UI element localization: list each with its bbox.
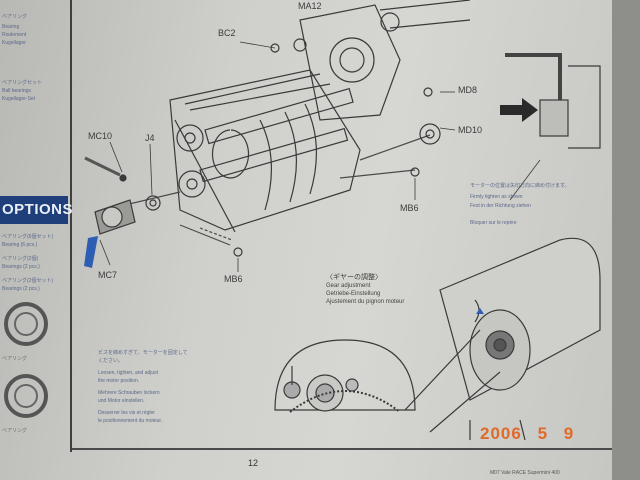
bottom-rule [72,448,612,450]
bearing-rings [4,302,48,418]
label-bc2: BC2 [218,28,236,38]
motor-note-line-2: Firmly tighten as shown [470,194,523,200]
date-year: 2006 [480,424,522,443]
gear-adjust-title: 〈ギヤーの調整〉 [326,274,382,281]
left-top-line-1: ベアリング [2,14,28,20]
date-month: 5 [537,424,549,443]
warning-line-1: ビスを締めすぎて、モーターを固定して [98,350,188,356]
leader-lines [99,41,541,272]
column-divider [70,0,72,452]
label-mc7: MC7 [98,270,118,280]
gear-adjust-line-3: Ajustement du pignon moteur [326,299,405,305]
arrow-icon [500,98,538,122]
left-mid-line-1: ベアリングセット [2,80,43,86]
options-line-3: ベアリング(2個) [2,256,39,262]
axle-lines [124,134,431,246]
ring2-label: ベアリング [2,428,28,434]
options-line-5: ベアリング(2個セット) [2,278,54,284]
warning-line-4: the motor position. [98,378,140,384]
left-mid-line-3: Kugellager-Set [2,96,36,102]
options-line-4: Bearings (2 pcs.) [2,264,40,270]
label-md10: MD10 [458,125,483,135]
motor-note-line-1: モーターの位置は矢印方向に締め付けます。 [470,183,570,189]
left-mid-line-2: Ball bearings [2,88,31,94]
motor-drawing [404,237,601,441]
label-mb6-bottom: MB6 [224,274,243,284]
options-title: OPTIONS [2,201,74,218]
warning-line-8: le positionnement du moteur. [98,418,163,424]
label-mb6-right: MB6 [400,203,419,213]
date-day: 9 [563,424,575,443]
gear-adjust-line-1: Gear adjustment [326,283,371,289]
warning-line-5: Mehrere Schrauben lockern [98,390,160,396]
manual-page [0,0,612,480]
options-header: OPTIONS [0,196,73,224]
warning-line-7: Desserrer les vis et régler [98,410,155,416]
ring1-label: ベアリング [2,356,28,362]
hex-wrench [505,53,601,149]
options-line-6: Bearings (2 pcs.) [2,286,40,292]
options-line-2: Bearing (6 pcs.) [2,242,38,248]
motor-note-line-4: Bloquer sur le repère [470,220,517,226]
small-blue-arrow-icon [476,308,484,314]
gearbox-housing [169,0,471,233]
left-top-line-4: Kugellager [2,40,26,46]
page-number: 12 [248,458,259,468]
warning-line-2: ください。 [98,358,124,364]
label-mc10: MC10 [88,131,113,141]
warning-line-3: Loosen, tighten, and adjust [98,370,159,376]
label-j4: J4 [145,133,155,143]
blue-arrow-icon [84,236,98,268]
left-top-line-2: Bearing [2,24,20,30]
label-ma12: MA12 [298,1,322,11]
gear-detail [274,339,416,413]
footer-text: M07 Vale RACE Supermini 400 [490,470,560,476]
gear-adjust-line-2: Getriebe-Einstellung [326,291,381,297]
small-parts [84,43,441,257]
options-line-1: ベアリング(6個セット) [2,234,54,240]
left-top-line-3: Roulement [2,32,27,38]
label-md8: MD8 [458,85,478,95]
warning-line-6: und Motor einstellen. [98,398,145,404]
date-stamp: 2006 5 9 [480,424,574,444]
motor-note-line-3: Fest in der Richtung ziehen [470,203,531,209]
